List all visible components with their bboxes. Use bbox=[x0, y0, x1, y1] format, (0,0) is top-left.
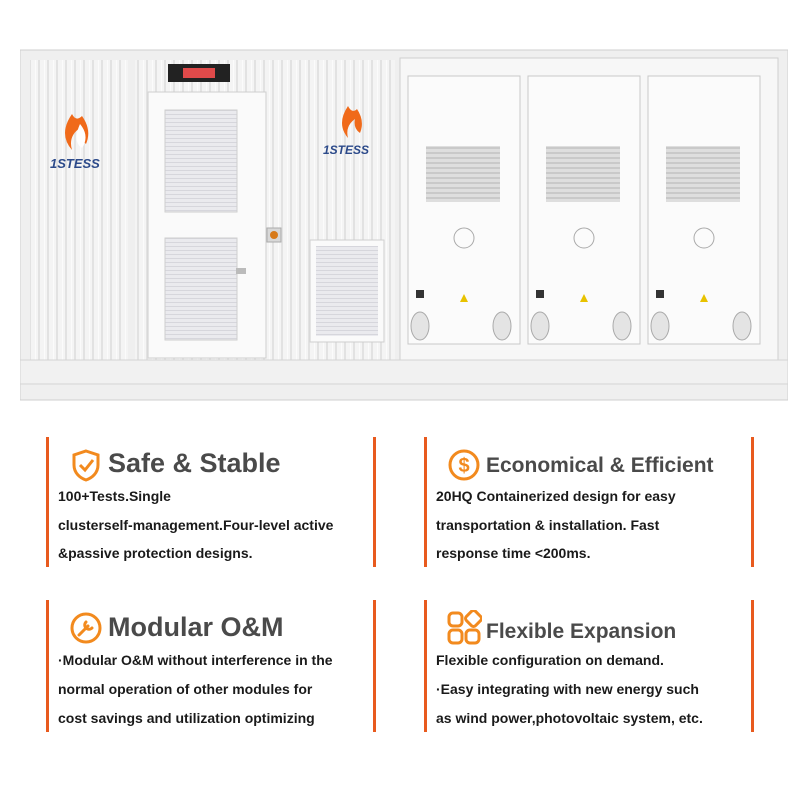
feature-safe-stable: Safe & Stable 100+Tests.Single clusterse… bbox=[46, 437, 376, 567]
feature-text: 20HQ Containerized design for easy bbox=[436, 488, 676, 504]
feature-economical-efficient: $ Economical & Efficient 20HQ Containeri… bbox=[424, 437, 754, 567]
accent-bar bbox=[424, 600, 427, 732]
dollar-coin-icon: $ bbox=[448, 449, 480, 481]
wrench-icon bbox=[70, 612, 102, 644]
feature-text: Flexible configuration on demand. bbox=[436, 652, 664, 668]
feature-title: Safe & Stable bbox=[108, 448, 281, 478]
svg-text:$: $ bbox=[458, 455, 469, 477]
brand-logo: 1STESS bbox=[50, 114, 100, 171]
feature-text: cost savings and utilization optimizing bbox=[58, 710, 315, 726]
cabinet-module bbox=[407, 75, 521, 345]
brand-logo: 1STESS bbox=[323, 106, 369, 157]
feature-text: 100+Tests.Single bbox=[58, 488, 171, 504]
accent-bar bbox=[373, 600, 376, 732]
accent-bar bbox=[424, 437, 427, 567]
accent-bar bbox=[751, 437, 754, 567]
feature-text: &passive protection designs. bbox=[58, 545, 253, 561]
cabinet-module bbox=[647, 75, 761, 345]
modules-grid-icon bbox=[447, 610, 482, 645]
feature-text: ·Easy integrating with new energy such bbox=[436, 681, 699, 697]
accent-bar bbox=[46, 437, 49, 567]
accent-bar bbox=[373, 437, 376, 567]
feature-text: clusterself-management.Four-level active bbox=[58, 517, 334, 533]
accent-bar bbox=[751, 600, 754, 732]
svg-text:1STESS: 1STESS bbox=[50, 156, 100, 171]
accent-bar bbox=[46, 600, 49, 732]
svg-text:1STESS: 1STESS bbox=[323, 143, 369, 157]
feature-title: Economical & Efficient bbox=[486, 454, 714, 477]
feature-modular-om: Modular O&M ·Modular O&M without interfe… bbox=[46, 600, 376, 732]
feature-flexible-expansion: Flexible Expansion Flexible configuratio… bbox=[424, 600, 754, 732]
feature-text: ·Modular O&M without interference in the bbox=[58, 652, 333, 668]
feature-title: Modular O&M bbox=[108, 612, 284, 642]
cabinet-module bbox=[527, 75, 641, 345]
feature-text: transportation & installation. Fast bbox=[436, 517, 660, 533]
battery-container-illustration: 1STESS 1STESS bbox=[20, 49, 788, 401]
feature-text: response time <200ms. bbox=[436, 545, 591, 561]
feature-text: normal operation of other modules for bbox=[58, 681, 313, 697]
feature-title: Flexible Expansion bbox=[486, 620, 677, 643]
shield-check-icon bbox=[72, 449, 100, 482]
feature-text: as wind power,photovoltaic system, etc. bbox=[436, 710, 703, 726]
